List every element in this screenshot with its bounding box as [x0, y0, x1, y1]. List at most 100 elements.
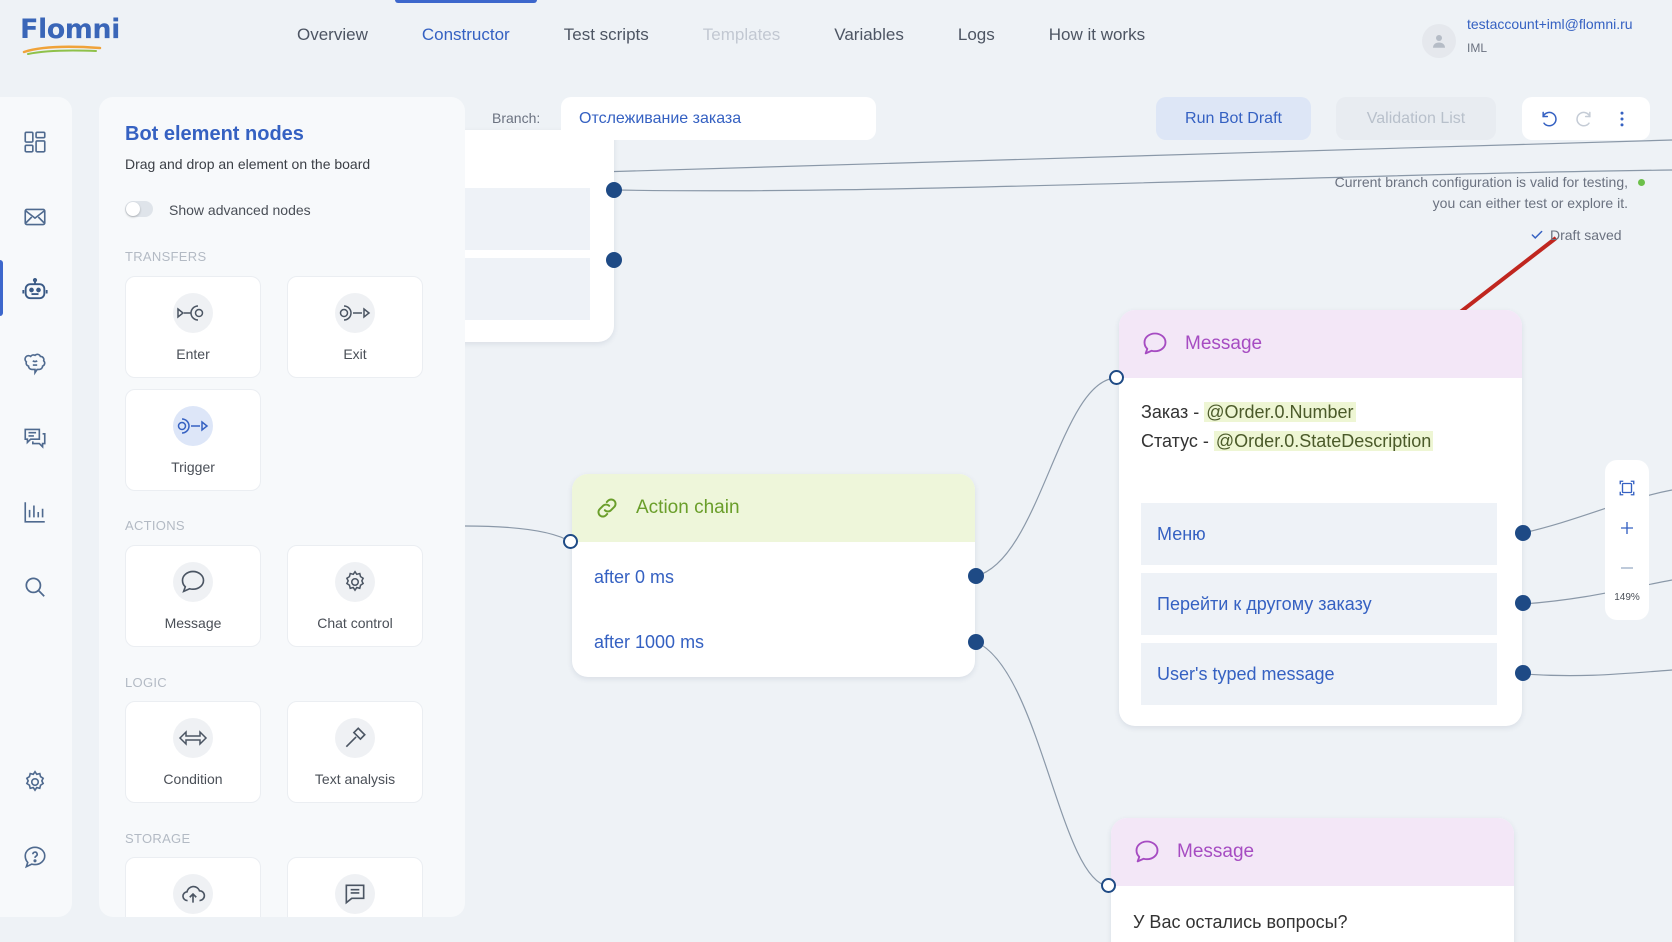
nav-overview[interactable]: Overview	[297, 25, 368, 44]
tile-trigger[interactable]: Trigger	[125, 389, 261, 491]
flomni-logo[interactable]: Flomni	[20, 14, 120, 45]
dashboard-icon[interactable]	[20, 127, 50, 157]
section-transfers: TRANSFERS	[125, 249, 207, 264]
tile-condition-label: Condition	[163, 771, 223, 787]
enter-icon	[173, 293, 213, 333]
tile-enter-label: Enter	[176, 346, 210, 362]
section-storage: STORAGE	[125, 831, 191, 846]
more-options-icon[interactable]	[1611, 108, 1633, 130]
board-toolbar	[1522, 97, 1650, 140]
action-row-1[interactable]: after 1000 ms	[594, 632, 705, 652]
draft-saved-status: Draft saved	[1530, 227, 1622, 243]
action-chain-node[interactable]: Action chain after 0 ms after 1000 ms	[572, 474, 975, 677]
palette-title: Bot element nodes	[125, 123, 304, 145]
nav-constructor[interactable]: Constructor	[394, 0, 537, 70]
exit-icon	[335, 293, 375, 333]
trigger-icon	[173, 406, 213, 446]
message-node-1-header: Message	[1119, 310, 1522, 378]
branch-selector[interactable]: Отслеживание заказа	[561, 97, 876, 140]
undo-icon[interactable]	[1538, 108, 1560, 130]
run-bot-draft-button[interactable]: Run Bot Draft	[1156, 97, 1311, 140]
zoom-out-icon[interactable]	[1616, 557, 1638, 579]
message-node-2-text[interactable]: У Вас остались вопросы?	[1133, 912, 1348, 932]
advanced-nodes-label[interactable]: Show advanced nodes	[169, 202, 311, 218]
check-icon	[1531, 230, 1543, 239]
message-node-2-title: Message	[1177, 841, 1255, 862]
tile-exit[interactable]: Exit	[287, 276, 423, 378]
validation-list-button: Validation List	[1336, 97, 1496, 140]
mail-icon[interactable]	[20, 202, 50, 232]
main-nav: Overview Constructor Test scripts Templa…	[270, 0, 1172, 70]
validation-status-line-2: you can either test or explore it.	[1432, 195, 1628, 211]
tile-chat-control-label: Chat control	[317, 615, 393, 631]
message-node-2-input-port[interactable]	[1101, 878, 1116, 893]
action-chain-input-port[interactable]	[563, 534, 578, 549]
message-node-1-text[interactable]: Заказ - @Order.0.Number Статус - @Order.…	[1119, 378, 1522, 456]
speech-bubble-icon	[1135, 840, 1159, 863]
bot-icon[interactable]	[20, 275, 50, 305]
section-actions: ACTIONS	[125, 518, 185, 533]
branch-label: Branch:	[492, 110, 541, 126]
action-row-0[interactable]: after 0 ms	[594, 567, 675, 587]
nav-test-scripts[interactable]: Test scripts	[563, 25, 649, 44]
quick-reply-typed-message[interactable]: User's typed message	[1141, 643, 1497, 705]
message-node-1[interactable]: Message Заказ - @Order.0.Number Статус -…	[1119, 310, 1522, 726]
message-node-2-header: Message	[1111, 818, 1514, 886]
tile-exit-label: Exit	[343, 346, 367, 362]
nav-how-it-works[interactable]: How it works	[1048, 25, 1146, 44]
user-org: IML	[1467, 41, 1488, 55]
quick-reply-menu[interactable]: Меню	[1141, 503, 1497, 565]
brain-icon[interactable]	[20, 349, 50, 379]
action-row-1-port[interactable]	[968, 634, 984, 650]
settings-icon[interactable]	[20, 767, 50, 797]
fit-screen-icon[interactable]	[1616, 477, 1638, 499]
quick-reply-menu-port[interactable]	[1515, 525, 1531, 541]
tile-condition[interactable]: Condition	[125, 701, 261, 803]
tile-text-analysis[interactable]: Text analysis	[287, 701, 423, 803]
nav-templates: Templates	[702, 25, 781, 44]
action-row-0-port[interactable]	[968, 568, 984, 584]
chat-icon[interactable]	[20, 422, 50, 452]
valid-status-dot	[1638, 179, 1645, 186]
redo-icon	[1573, 108, 1595, 130]
user-email[interactable]: testaccount+iml@flomni.ru	[1467, 16, 1633, 32]
quick-reply-other-order-port[interactable]	[1515, 595, 1531, 611]
validation-status-line-1: Current branch configuration is valid fo…	[1334, 174, 1628, 190]
quick-reply-typed-message-port[interactable]	[1515, 665, 1531, 681]
action-chain-title: Action chain	[636, 497, 740, 518]
top-bar: Flomni Overview Constructor Test scripts…	[0, 0, 1672, 70]
search-icon[interactable]	[20, 572, 50, 602]
condition-icon	[173, 718, 213, 758]
user-icon	[1433, 35, 1445, 48]
tile-message[interactable]: Message	[125, 545, 261, 647]
hidden-node-port-1[interactable]	[606, 182, 622, 198]
section-logic: LOGIC	[125, 675, 167, 690]
order-number-variable: @Order.0.Number	[1204, 402, 1356, 422]
tile-message-label: Message	[164, 615, 222, 631]
hammer-icon	[335, 718, 375, 758]
zoom-controls: 149%	[1605, 460, 1649, 620]
tile-chat-storage[interactable]	[287, 857, 423, 917]
gear-icon	[335, 562, 375, 602]
zoom-in-icon[interactable]	[1616, 517, 1638, 539]
nav-logs[interactable]: Logs	[957, 25, 995, 44]
advanced-nodes-toggle[interactable]	[125, 201, 153, 217]
order-number-label: Заказ -	[1141, 402, 1205, 422]
logo-swoosh	[22, 45, 102, 55]
tile-chat-control[interactable]: Chat control	[287, 545, 423, 647]
help-icon[interactable]	[20, 842, 50, 872]
message-node-1-input-port[interactable]	[1109, 370, 1124, 385]
nav-variables[interactable]: Variables	[834, 25, 904, 44]
order-status-label: Статус -	[1141, 431, 1214, 451]
message-icon	[173, 562, 213, 602]
chart-icon[interactable]	[20, 497, 50, 527]
quick-reply-other-order[interactable]: Перейти к другому заказу	[1141, 573, 1497, 635]
chat-lines-icon	[335, 874, 375, 914]
tile-trigger-label: Trigger	[171, 459, 215, 475]
avatar[interactable]	[1422, 24, 1456, 58]
message-node-2[interactable]: Message У Вас остались вопросы?	[1111, 818, 1514, 942]
tile-cloud-storage[interactable]	[125, 857, 261, 917]
tile-enter[interactable]: Enter	[125, 276, 261, 378]
hidden-node-port-2[interactable]	[606, 252, 622, 268]
action-chain-header: Action chain	[572, 474, 975, 542]
